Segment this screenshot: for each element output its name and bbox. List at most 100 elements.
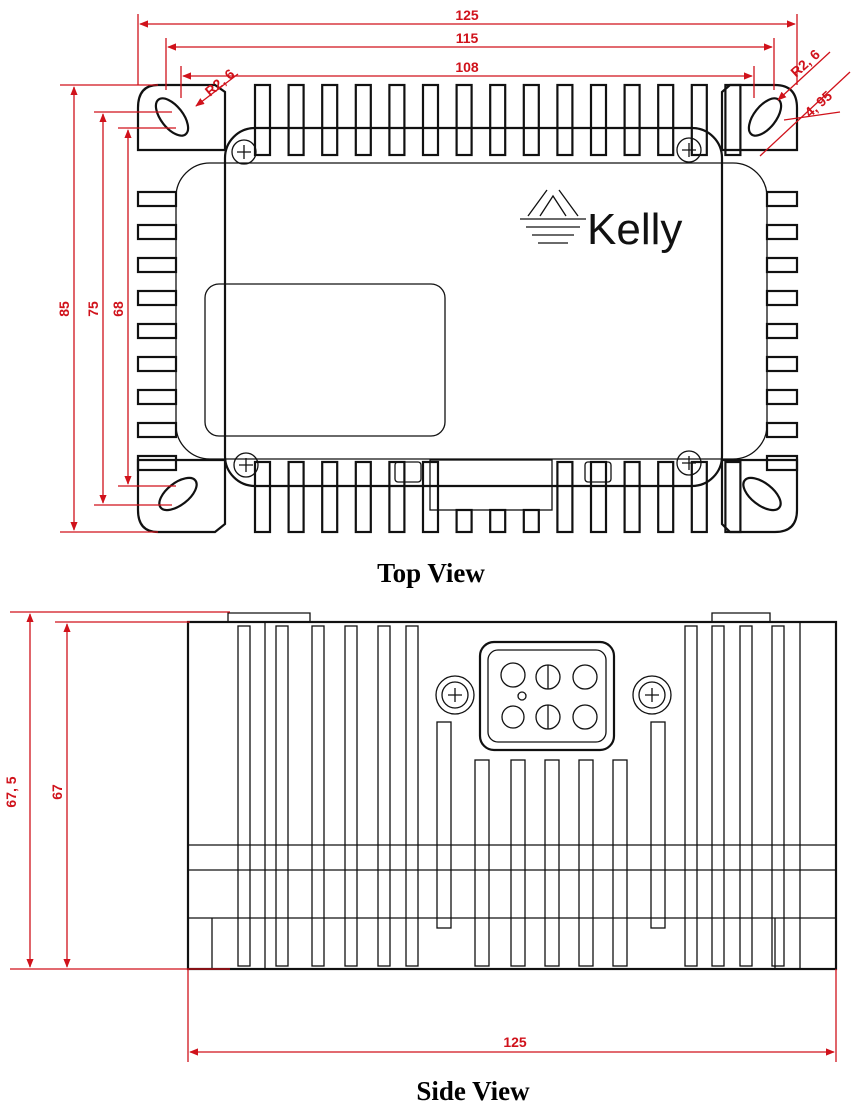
fin bbox=[136, 388, 178, 406]
screw-icon bbox=[231, 139, 257, 165]
fin bbox=[765, 421, 799, 439]
fin bbox=[388, 460, 406, 534]
fin bbox=[321, 460, 339, 534]
top-fins bbox=[253, 83, 742, 157]
side-view: 67, 5 67 125 Side View bbox=[3, 611, 838, 1106]
fin bbox=[657, 83, 675, 157]
fin bbox=[136, 223, 178, 241]
fin bbox=[724, 83, 742, 157]
mount-slot-br bbox=[742, 476, 782, 512]
fin bbox=[136, 289, 178, 307]
fin bbox=[623, 83, 641, 157]
fin-long bbox=[711, 625, 725, 967]
fin bbox=[724, 460, 742, 534]
dim-width-125: 125 bbox=[455, 7, 479, 23]
fin bbox=[489, 83, 507, 157]
fin bbox=[136, 421, 178, 439]
dim-height-85: 85 bbox=[56, 301, 72, 317]
brand-logo-text: Kelly bbox=[587, 205, 682, 254]
fin-long bbox=[377, 625, 391, 967]
side-fins bbox=[237, 625, 785, 967]
screw-icon bbox=[233, 452, 259, 478]
fin bbox=[522, 83, 540, 157]
bottom-fins bbox=[253, 460, 742, 534]
fin bbox=[589, 460, 608, 534]
dim-height-68: 68 bbox=[110, 301, 126, 317]
fin bbox=[253, 460, 272, 534]
fin bbox=[589, 83, 608, 157]
fin bbox=[623, 460, 641, 534]
connector-block bbox=[394, 459, 612, 511]
fin bbox=[489, 508, 507, 534]
fin bbox=[287, 83, 305, 157]
fin-long bbox=[739, 625, 753, 967]
fin bbox=[287, 460, 305, 534]
top-view: Kelly 125 115 10 bbox=[56, 7, 851, 588]
fin bbox=[136, 190, 178, 208]
dim-radius-left: R2, 6 bbox=[202, 65, 238, 99]
right-fins bbox=[765, 190, 799, 472]
fin-long bbox=[405, 625, 419, 967]
top-view-caption: Top View bbox=[377, 558, 485, 588]
fin bbox=[765, 454, 799, 472]
fin-short bbox=[544, 759, 560, 967]
fin bbox=[765, 355, 799, 373]
fin bbox=[765, 256, 799, 274]
fin-long bbox=[771, 625, 785, 967]
dim-height-75: 75 bbox=[85, 301, 101, 317]
fin bbox=[321, 83, 339, 157]
dim-height-675: 67, 5 bbox=[3, 776, 19, 807]
fin bbox=[388, 83, 406, 157]
fin bbox=[657, 460, 675, 534]
fin bbox=[556, 460, 574, 534]
fin-short bbox=[650, 721, 666, 929]
dim-height-67: 67 bbox=[49, 784, 65, 800]
fin-short bbox=[510, 759, 526, 967]
fin bbox=[765, 223, 799, 241]
side-screw-left bbox=[435, 675, 475, 715]
fin-long bbox=[275, 625, 289, 967]
dim-width-108: 108 bbox=[455, 59, 479, 75]
fin bbox=[690, 460, 708, 534]
mount-slot-bl bbox=[158, 476, 198, 512]
dim-width-115: 115 bbox=[456, 30, 479, 46]
fin-long bbox=[311, 625, 325, 967]
fin bbox=[556, 83, 574, 157]
fin bbox=[136, 355, 178, 373]
fin bbox=[455, 508, 473, 534]
mount-slot-tr bbox=[747, 97, 783, 137]
fin bbox=[522, 508, 540, 534]
dim-width-125-side: 125 bbox=[503, 1034, 527, 1050]
fin bbox=[421, 83, 440, 157]
mount-slot-tl bbox=[154, 97, 190, 137]
fin-short bbox=[436, 721, 452, 929]
fin-short bbox=[612, 759, 628, 967]
fin-long bbox=[684, 625, 698, 967]
fin-short bbox=[578, 759, 594, 967]
fin-long bbox=[344, 625, 358, 967]
fin bbox=[354, 460, 372, 534]
side-screw-right bbox=[632, 675, 672, 715]
side-dimensions: 67, 5 67 125 bbox=[3, 611, 837, 1062]
fin bbox=[136, 322, 178, 340]
fin-long bbox=[237, 625, 251, 967]
side-view-caption: Side View bbox=[416, 1076, 530, 1106]
fin bbox=[765, 190, 799, 208]
fin bbox=[765, 322, 799, 340]
left-fins bbox=[136, 190, 178, 472]
top-view-outline bbox=[136, 83, 799, 534]
fin bbox=[136, 454, 178, 472]
fin bbox=[253, 83, 272, 157]
fin bbox=[765, 388, 799, 406]
side-connector bbox=[478, 640, 616, 752]
screw-icon bbox=[676, 137, 702, 163]
screw-icon bbox=[676, 450, 702, 476]
fin bbox=[455, 83, 473, 157]
fin bbox=[354, 83, 372, 157]
fin-short bbox=[474, 759, 490, 967]
side-view-outline bbox=[186, 612, 838, 971]
fin bbox=[765, 289, 799, 307]
brand-logo-icon bbox=[520, 189, 586, 244]
fin bbox=[136, 256, 178, 274]
